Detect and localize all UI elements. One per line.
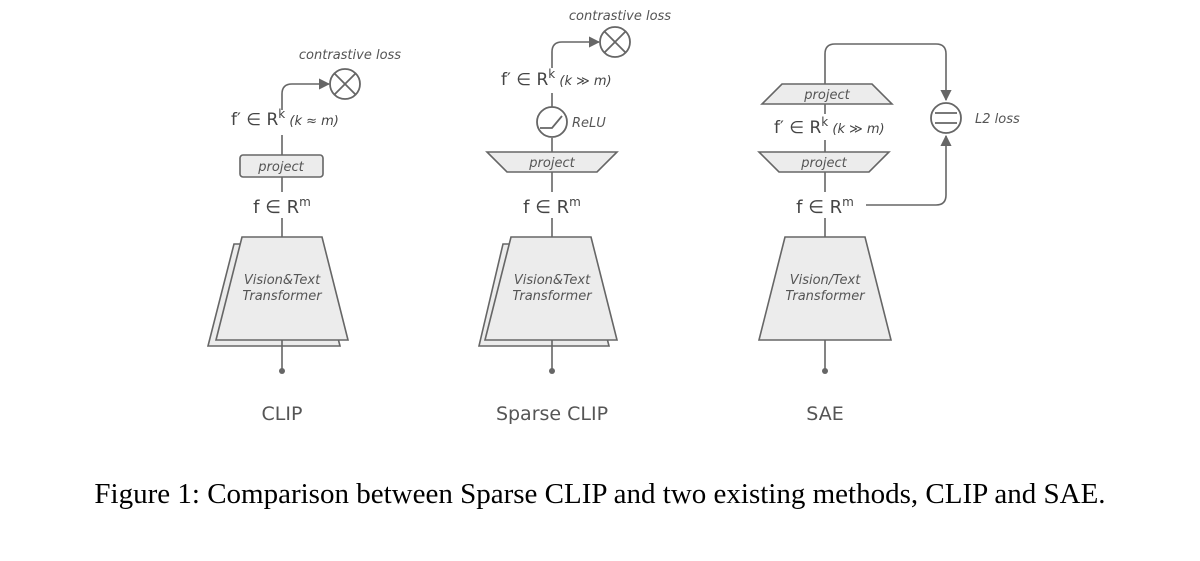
clip-feature-in: f ∈ Rm <box>253 195 311 218</box>
clip-loss-arrow <box>281 78 331 110</box>
clip-loss-label: contrastive loss <box>299 48 401 63</box>
sae-encoder-label-line1: Vision/Text <box>790 273 861 288</box>
sparse-clip-feature-in: f ∈ Rm <box>523 195 581 218</box>
sparse-clip-loss-label: contrastive loss <box>569 9 671 24</box>
sae-project-bottom-label: project <box>800 156 847 171</box>
sae-diagram: Vision/Text Transformer f ∈ Rm project f… <box>757 43 1020 425</box>
clip-contrastive-loss-icon <box>329 68 361 100</box>
sparse-clip-diagram: Vision&Text Transformer f ∈ Rm project R… <box>477 9 671 425</box>
sparse-clip-encoder-label-line2: Transformer <box>512 289 593 304</box>
sae-encoder-label-line2: Transformer <box>785 289 866 304</box>
sae-title: SAE <box>806 403 843 425</box>
clip-project-label: project <box>257 160 304 175</box>
sae-project-top-label: project <box>803 88 850 103</box>
relu-icon <box>536 106 568 138</box>
sae-project-top-trapezoid <box>760 83 894 105</box>
sae-feature-out: f′ ∈ Rk (k ≫ m) <box>774 115 885 138</box>
sae-input-dot <box>822 368 828 374</box>
comparison-diagram: Vision&Text Transformer f ∈ Rm project f… <box>206 9 1020 425</box>
clip-encoder-label-line2: Transformer <box>242 289 323 304</box>
sparse-clip-feature-out: f′ ∈ Rk (k ≫ m) <box>501 67 612 90</box>
figure-caption: Figure 1: Comparison between Sparse CLIP… <box>94 478 1106 510</box>
sae-encoder-trapezoid <box>757 236 893 341</box>
sparse-clip-input-dot <box>549 368 555 374</box>
l2-loss-icon <box>930 102 962 134</box>
sae-skip-connection-arrow <box>866 134 952 206</box>
clip-encoder-label-line1: Vision&Text <box>244 273 321 288</box>
sparse-clip-loss-arrow <box>551 36 601 68</box>
clip-feature-out: f′ ∈ Rk (k ≈ m) <box>231 107 339 130</box>
relu-label: ReLU <box>572 116 606 131</box>
clip-diagram: Vision&Text Transformer f ∈ Rm project f… <box>206 48 401 425</box>
sparse-clip-project-label: project <box>528 156 575 171</box>
sparse-clip-title: Sparse CLIP <box>496 403 608 425</box>
clip-encoder-trapezoid <box>214 236 350 341</box>
clip-input-dot <box>279 368 285 374</box>
l2-loss-label: L2 loss <box>975 112 1020 127</box>
sae-reconstruction-arrow <box>824 43 952 102</box>
sparse-clip-encoder-trapezoid <box>483 236 619 341</box>
sparse-clip-encoder-label-line1: Vision&Text <box>514 273 591 288</box>
sae-project-bottom-trapezoid <box>757 151 891 173</box>
sae-feature-in: f ∈ Rm <box>796 195 854 218</box>
sparse-clip-contrastive-loss-icon <box>599 26 631 58</box>
sparse-clip-project-trapezoid <box>485 151 619 173</box>
clip-title: CLIP <box>262 403 303 425</box>
